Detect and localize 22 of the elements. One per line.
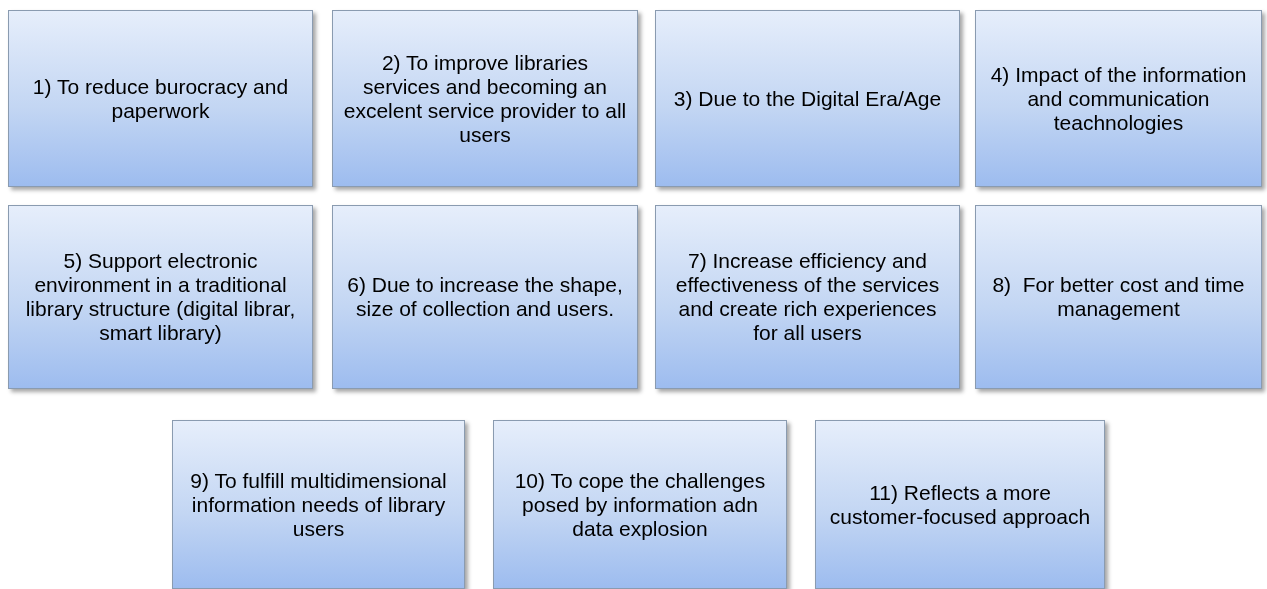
reason-text: 6) Due to increase the shape, size of collection and users.: [346, 273, 624, 321]
reason-box: [493, 420, 787, 589]
reason-box: [815, 420, 1105, 589]
reason-text: 11) Reflects a more customer-focused approach: [828, 480, 1092, 529]
reason-box: [975, 205, 1262, 389]
reason-text: 9) To fulfill multidimensional information needs of library users: [189, 468, 448, 541]
reason-text: 3) Due to the Digital Era/Age: [673, 86, 942, 111]
reason-box: [655, 205, 960, 389]
reason-box: [172, 420, 465, 589]
reason-text: 7) Increase efficiency and effectiveness of the services and create rich experiences for all users: [674, 249, 941, 345]
reason-text: 8) For better cost and time management: [991, 273, 1246, 321]
reason-text: 1) To reduce burocracy and paperwork: [31, 74, 290, 123]
reason-box: [332, 10, 638, 187]
reason-box: [975, 10, 1262, 187]
reason-text: 5) Support electronic environment in a traditional library structure (digital librar, smart library): [24, 249, 297, 345]
reason-box: [332, 205, 638, 389]
reason-box: [8, 10, 313, 187]
reason-box: [8, 205, 313, 389]
reason-text: 10) To cope the challenges posed by information adn data explosion: [513, 468, 767, 541]
reason-box: [655, 10, 960, 187]
reason-text: 4) Impact of the information and communication teachnologies: [989, 62, 1248, 135]
reason-text: 2) To improve libraries services and becoming an excelent service provider to all users: [343, 50, 627, 147]
